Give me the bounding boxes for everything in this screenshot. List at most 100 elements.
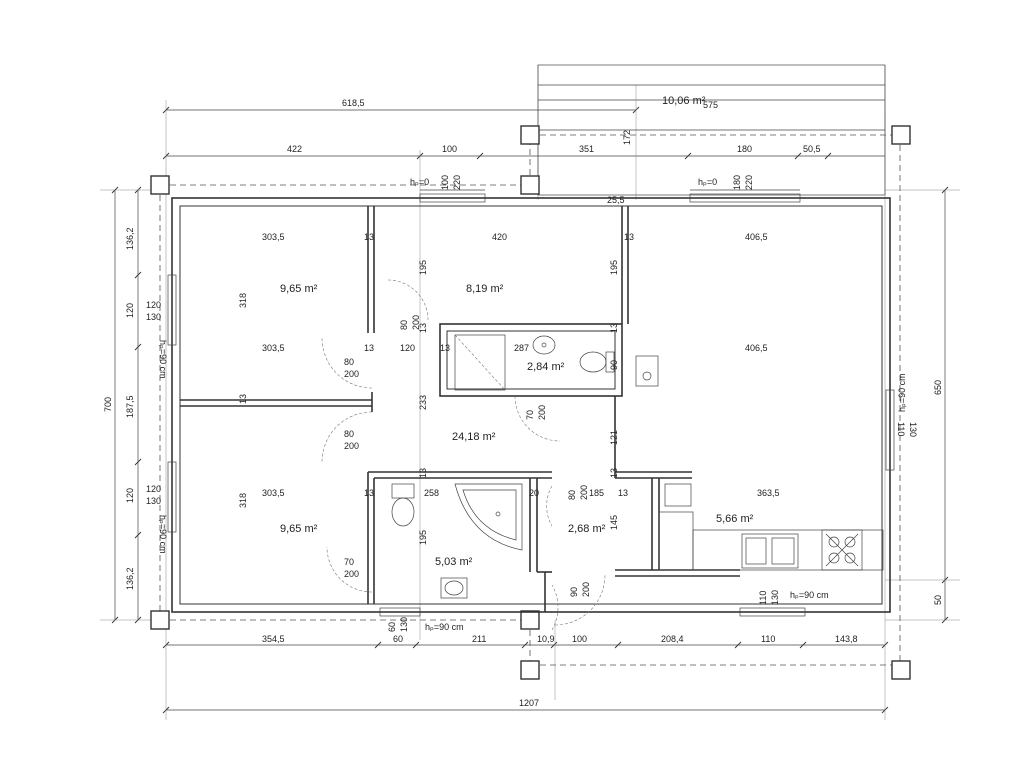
boiler: [635, 355, 659, 387]
wall-thickness-labels: 13 13 13 13 13 13 13 13 13 13 13: [238, 232, 634, 498]
stove: [821, 529, 863, 571]
terrace: [537, 64, 886, 196]
area-kitchen: 5,66 m²: [716, 513, 754, 525]
svg-text:136,2: 136,2: [125, 567, 135, 590]
toilet: [579, 351, 607, 373]
svg-text:60: 60: [387, 622, 397, 632]
sink: [532, 335, 556, 355]
bathtub: [454, 483, 523, 551]
svg-text:195: 195: [609, 260, 619, 275]
svg-text:136,2: 136,2: [125, 227, 135, 250]
svg-text:195: 195: [418, 260, 428, 275]
columns: [150, 125, 911, 680]
area-room-mid-top: 8,19 m²: [466, 283, 504, 295]
column: [520, 175, 540, 195]
svg-text:303,5: 303,5: [262, 488, 285, 498]
svg-text:406,5: 406,5: [745, 343, 768, 353]
area-bathroom-small: 2,84 m²: [527, 361, 565, 373]
svg-text:80: 80: [344, 357, 354, 367]
svg-text:185: 185: [589, 488, 604, 498]
svg-text:120: 120: [125, 488, 135, 503]
svg-text:200: 200: [581, 582, 591, 597]
window-label-bottom-mid: hₚ=90 cm: [425, 622, 464, 632]
svg-text:70: 70: [344, 557, 354, 567]
roof-outline: [159, 134, 901, 666]
area-bedroom-top: 9,65 m²: [280, 283, 318, 295]
window-label-left-bottom: hₚ=90 cm: [158, 515, 168, 554]
svg-text:130: 130: [146, 496, 161, 506]
svg-text:13: 13: [418, 468, 428, 478]
svg-text:120: 120: [146, 300, 161, 310]
svg-text:700: 700: [103, 397, 113, 412]
window-label-top-right: hₚ=0: [698, 177, 717, 187]
window-label-left-top: hₚ=90 cm: [158, 340, 168, 379]
area-bathroom-large: 5,03 m²: [435, 556, 473, 568]
svg-text:354,5: 354,5: [262, 634, 285, 644]
svg-text:13: 13: [238, 394, 248, 404]
svg-text:180: 180: [732, 175, 742, 190]
fixtures: [391, 334, 863, 599]
svg-text:187,5: 187,5: [125, 395, 135, 418]
svg-text:130: 130: [146, 312, 161, 322]
column: [520, 610, 540, 630]
svg-text:200: 200: [579, 485, 589, 500]
svg-text:650: 650: [933, 380, 943, 395]
svg-text:318: 318: [238, 293, 248, 308]
svg-text:420: 420: [492, 232, 507, 242]
svg-text:20: 20: [529, 488, 539, 498]
kitchen-sink: [741, 533, 799, 569]
svg-text:220: 220: [744, 175, 754, 190]
sink: [440, 577, 468, 599]
window-label-bottom-right: hₚ=90 cm: [790, 590, 829, 600]
fridge: [664, 483, 692, 507]
svg-text:100: 100: [440, 175, 450, 190]
column: [150, 610, 170, 630]
walls: [171, 197, 891, 613]
svg-text:13: 13: [364, 232, 374, 242]
svg-text:25,5: 25,5: [607, 195, 625, 205]
svg-text:233: 233: [418, 395, 428, 410]
svg-text:13: 13: [364, 343, 374, 353]
dimension-lines: [100, 65, 960, 720]
area-vestibule: 2,68 m²: [568, 523, 606, 535]
svg-text:13: 13: [624, 232, 634, 242]
svg-text:351: 351: [579, 144, 594, 154]
svg-text:180: 180: [737, 144, 752, 154]
svg-text:200: 200: [344, 569, 359, 579]
column: [891, 660, 911, 680]
svg-text:100: 100: [572, 634, 587, 644]
window-labels: hₚ=90 cm hₚ=90 cm hₚ=90 cm hₚ=90 cm hₚ=9…: [158, 177, 907, 632]
svg-text:363,5: 363,5: [757, 488, 780, 498]
svg-text:200: 200: [344, 369, 359, 379]
svg-text:130: 130: [770, 590, 780, 605]
svg-text:110: 110: [761, 634, 775, 644]
svg-text:220: 220: [452, 175, 462, 190]
svg-text:200: 200: [537, 405, 547, 420]
svg-text:90: 90: [609, 360, 619, 370]
svg-text:130: 130: [399, 617, 409, 632]
svg-text:80: 80: [567, 490, 577, 500]
dimension-text: 618,5 575 422 100 351 180 50,5 172 100 2…: [103, 98, 943, 708]
svg-text:406,5: 406,5: [745, 232, 768, 242]
svg-text:130: 130: [908, 422, 918, 437]
svg-text:13: 13: [618, 488, 628, 498]
svg-text:303,5: 303,5: [262, 343, 285, 353]
column: [150, 175, 170, 195]
svg-text:80: 80: [344, 429, 354, 439]
svg-text:50,5: 50,5: [803, 144, 821, 154]
svg-text:200: 200: [411, 315, 421, 330]
svg-text:172: 172: [622, 130, 632, 145]
svg-text:1207: 1207: [519, 698, 539, 708]
svg-text:195: 195: [418, 530, 428, 545]
toilet: [391, 483, 415, 499]
svg-text:145: 145: [609, 515, 619, 530]
column: [891, 125, 911, 145]
svg-text:110: 110: [758, 591, 768, 605]
windows: [167, 193, 895, 617]
svg-text:318: 318: [238, 493, 248, 508]
svg-text:90: 90: [569, 587, 579, 597]
area-hall: 24,18 m²: [452, 431, 496, 443]
doors: [321, 279, 606, 631]
svg-text:13: 13: [418, 323, 428, 333]
